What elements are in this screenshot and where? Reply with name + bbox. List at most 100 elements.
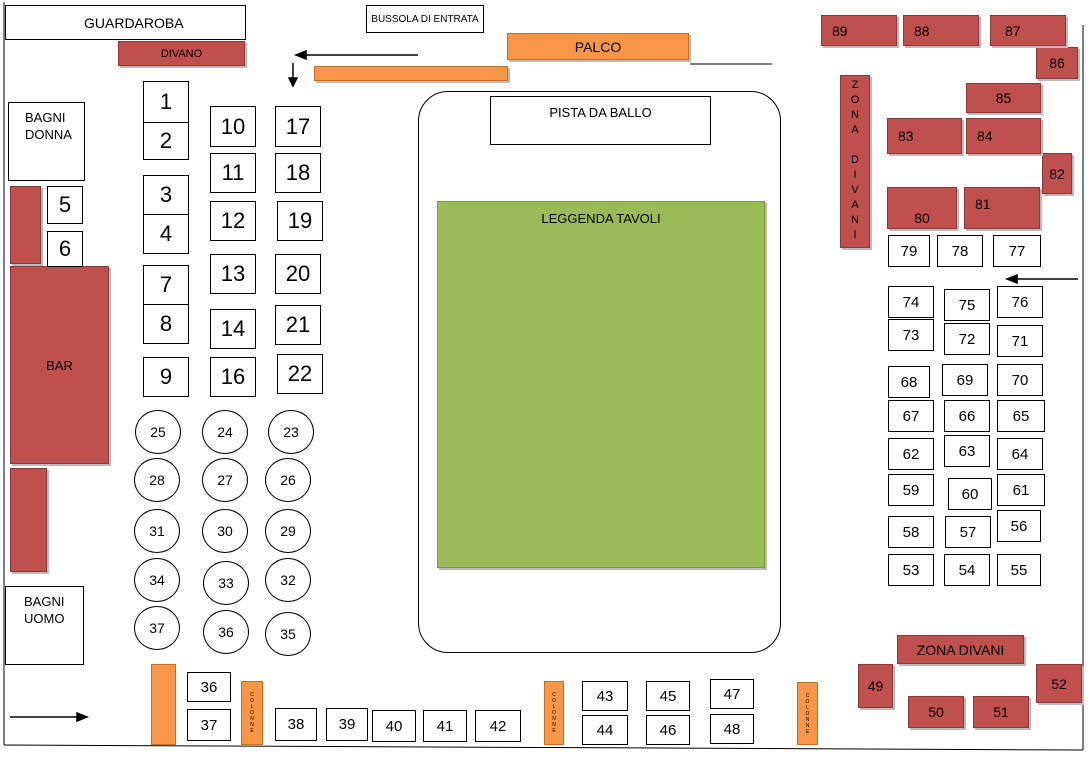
- table-29[interactable]: 29: [265, 509, 311, 553]
- table-38[interactable]: 38: [275, 708, 317, 741]
- table-65[interactable]: 65: [997, 400, 1045, 432]
- table-74[interactable]: 74: [888, 286, 934, 318]
- table-36-round[interactable]: 36: [203, 610, 249, 654]
- table-5[interactable]: 5: [47, 186, 83, 224]
- table-59[interactable]: 59: [888, 474, 934, 506]
- table-87[interactable]: 87: [990, 15, 1066, 46]
- table-58[interactable]: 58: [888, 516, 934, 548]
- table-70[interactable]: 70: [997, 364, 1043, 396]
- table-26[interactable]: 26: [265, 458, 311, 502]
- table-13[interactable]: 13: [210, 254, 256, 294]
- table-30[interactable]: 30: [202, 509, 248, 553]
- table-61[interactable]: 61: [997, 474, 1045, 506]
- table-number: 70: [1011, 371, 1029, 389]
- table-44[interactable]: 44: [582, 715, 628, 745]
- table-24[interactable]: 24: [202, 410, 248, 454]
- table-28[interactable]: 28: [134, 458, 180, 502]
- table-6[interactable]: 6: [47, 231, 83, 267]
- table-64[interactable]: 64: [997, 438, 1043, 470]
- table-10[interactable]: 10: [210, 106, 256, 147]
- table-45[interactable]: 45: [646, 681, 690, 711]
- table-21[interactable]: 21: [275, 305, 321, 345]
- table-73[interactable]: 73: [888, 319, 934, 351]
- table-27[interactable]: 27: [202, 458, 248, 502]
- table-22[interactable]: 22: [277, 354, 323, 394]
- table-51[interactable]: 51: [973, 696, 1029, 728]
- table-41[interactable]: 41: [423, 710, 467, 742]
- table-63[interactable]: 63: [944, 435, 990, 467]
- table-31[interactable]: 31: [134, 509, 180, 553]
- table-16[interactable]: 16: [210, 357, 256, 397]
- table-48[interactable]: 48: [710, 714, 754, 744]
- table-52[interactable]: 52: [1036, 664, 1082, 703]
- table-72[interactable]: 72: [944, 323, 990, 355]
- table-43[interactable]: 43: [582, 681, 628, 711]
- table-7[interactable]: 7: [143, 265, 189, 305]
- table-66[interactable]: 66: [944, 400, 990, 432]
- table-71[interactable]: 71: [997, 325, 1043, 357]
- table-17[interactable]: 17: [275, 106, 321, 147]
- table-81[interactable]: 81: [964, 187, 1040, 229]
- table-39[interactable]: 39: [326, 708, 368, 741]
- table-79[interactable]: 79: [888, 235, 930, 267]
- table-76[interactable]: 76: [997, 286, 1043, 318]
- table-11[interactable]: 11: [210, 153, 256, 193]
- table-number: 76: [1011, 293, 1029, 311]
- table-54[interactable]: 54: [944, 554, 990, 586]
- table-9[interactable]: 9: [143, 357, 189, 397]
- table-25[interactable]: 25: [135, 410, 181, 454]
- table-number: 54: [958, 561, 976, 579]
- table-37[interactable]: 37: [187, 709, 231, 741]
- table-8[interactable]: 8: [143, 304, 189, 344]
- table-80[interactable]: 80: [887, 187, 957, 229]
- table-75[interactable]: 75: [944, 289, 990, 321]
- sofa-left-upper[interactable]: [10, 186, 41, 264]
- table-34[interactable]: 34: [134, 558, 180, 602]
- table-37-round[interactable]: 37: [134, 606, 180, 650]
- table-20[interactable]: 20: [275, 254, 321, 294]
- table-23[interactable]: 23: [268, 410, 314, 454]
- table-84[interactable]: 84: [966, 118, 1041, 154]
- table-85[interactable]: 85: [966, 83, 1041, 113]
- sofa-left-lower[interactable]: [10, 468, 47, 572]
- table-47[interactable]: 47: [710, 679, 754, 709]
- table-62[interactable]: 62: [888, 438, 934, 470]
- table-2[interactable]: 2: [143, 122, 189, 160]
- table-69[interactable]: 69: [942, 364, 988, 396]
- table-19[interactable]: 19: [277, 201, 323, 241]
- table-50[interactable]: 50: [908, 696, 964, 728]
- table-33[interactable]: 33: [203, 561, 249, 605]
- table-1[interactable]: 1: [143, 81, 189, 123]
- table-60[interactable]: 60: [948, 478, 992, 510]
- table-89[interactable]: 89: [821, 15, 897, 46]
- table-86[interactable]: 86: [1036, 47, 1078, 79]
- table-77[interactable]: 77: [993, 235, 1041, 267]
- table-35[interactable]: 35: [265, 612, 311, 656]
- table-3[interactable]: 3: [143, 175, 189, 215]
- table-number: 19: [287, 208, 313, 233]
- table-88[interactable]: 88: [903, 15, 979, 46]
- table-14[interactable]: 14: [210, 309, 256, 349]
- divano-sofa[interactable]: DIVANO: [118, 41, 245, 66]
- table-number: 14: [220, 316, 246, 341]
- table-number: 73: [902, 326, 920, 344]
- table-32[interactable]: 32: [265, 558, 311, 602]
- table-56[interactable]: 56: [997, 510, 1041, 542]
- table-40[interactable]: 40: [372, 710, 416, 742]
- table-57[interactable]: 57: [945, 516, 991, 548]
- table-53[interactable]: 53: [888, 554, 934, 586]
- table-18[interactable]: 18: [275, 153, 321, 193]
- table-number: 37: [149, 620, 165, 636]
- table-4[interactable]: 4: [143, 214, 189, 254]
- table-46[interactable]: 46: [646, 715, 690, 745]
- table-42[interactable]: 42: [475, 710, 521, 742]
- table-78[interactable]: 78: [937, 235, 983, 267]
- table-68[interactable]: 68: [888, 366, 930, 398]
- table-55[interactable]: 55: [997, 554, 1041, 586]
- table-82[interactable]: 82: [1042, 153, 1072, 194]
- table-49[interactable]: 49: [858, 664, 893, 708]
- table-36[interactable]: 36: [187, 672, 231, 702]
- table-83[interactable]: 83: [887, 118, 962, 154]
- table-67[interactable]: 67: [888, 400, 934, 432]
- table-12[interactable]: 12: [210, 201, 256, 241]
